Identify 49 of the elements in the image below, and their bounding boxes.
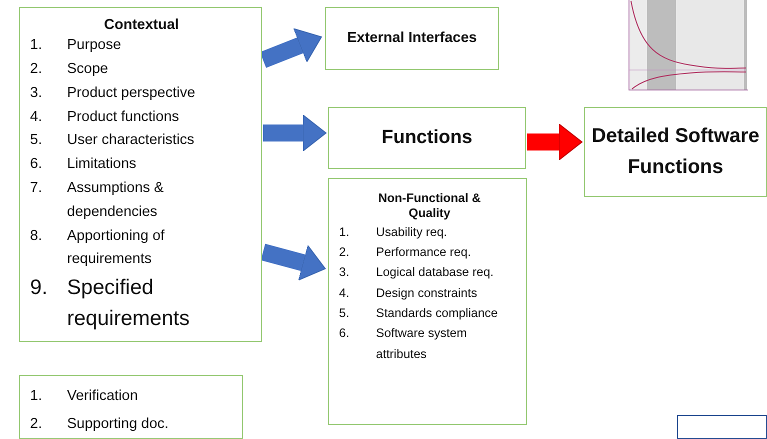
block-arrow <box>260 244 326 281</box>
list-number: 2. <box>30 60 44 79</box>
list-number: 5. <box>339 304 350 322</box>
list-item: Purpose <box>67 36 122 56</box>
list-number: 1. <box>30 36 44 56</box>
list-box <box>19 7 262 342</box>
list-item: Limitations <box>67 155 136 174</box>
list-number: 6. <box>30 155 44 174</box>
list-box <box>328 178 527 425</box>
list-item: Usability req. <box>376 224 448 241</box>
list-number: 5. <box>30 131 44 150</box>
list-number: 3. <box>339 264 350 282</box>
list-item: Scope <box>67 60 108 79</box>
list-number: 4. <box>339 284 350 302</box>
list-number: 8. <box>30 226 44 246</box>
list-item: Standards compliance <box>376 304 498 322</box>
list-item: Verification <box>67 387 138 406</box>
node-title: Detailed Software Functions <box>590 124 760 180</box>
list-item: Specified requirements <box>67 275 191 332</box>
list-number: 6. <box>339 325 350 342</box>
list-item: Product functions <box>67 108 180 127</box>
list-number: 1. <box>339 224 350 241</box>
list-number: 2. <box>30 415 44 434</box>
node-title: Functions <box>382 126 472 150</box>
list-heading: Contextual <box>103 16 180 34</box>
list-number: 4. <box>30 108 44 127</box>
list-item: Apportioning of requirements <box>67 226 166 270</box>
block-arrow <box>527 124 582 160</box>
block-arrow <box>263 114 326 152</box>
list-item: Performance req. <box>376 244 472 262</box>
empty-box <box>677 415 767 439</box>
process-box <box>328 107 526 169</box>
process-box <box>584 107 767 197</box>
list-item: Design constraints <box>376 284 478 302</box>
list-number: 9. <box>30 275 49 302</box>
list-number: 7. <box>30 178 44 198</box>
process-box <box>325 7 499 70</box>
list-item: User characteristics <box>67 131 194 150</box>
list-number: 1. <box>30 387 44 406</box>
node-title: External Interfaces <box>347 30 477 48</box>
list-item: Supporting doc. <box>67 415 169 434</box>
list-heading: Non-Functional & Quality <box>377 191 482 222</box>
list-box <box>19 375 243 439</box>
list-item: Assumptions & dependencies <box>67 178 165 222</box>
list-number: 3. <box>30 84 44 103</box>
list-item: Product perspective <box>67 84 196 103</box>
list-item: Software system attributes <box>376 325 468 363</box>
list-item: Logical database req. <box>376 264 494 282</box>
list-number: 2. <box>339 244 350 262</box>
